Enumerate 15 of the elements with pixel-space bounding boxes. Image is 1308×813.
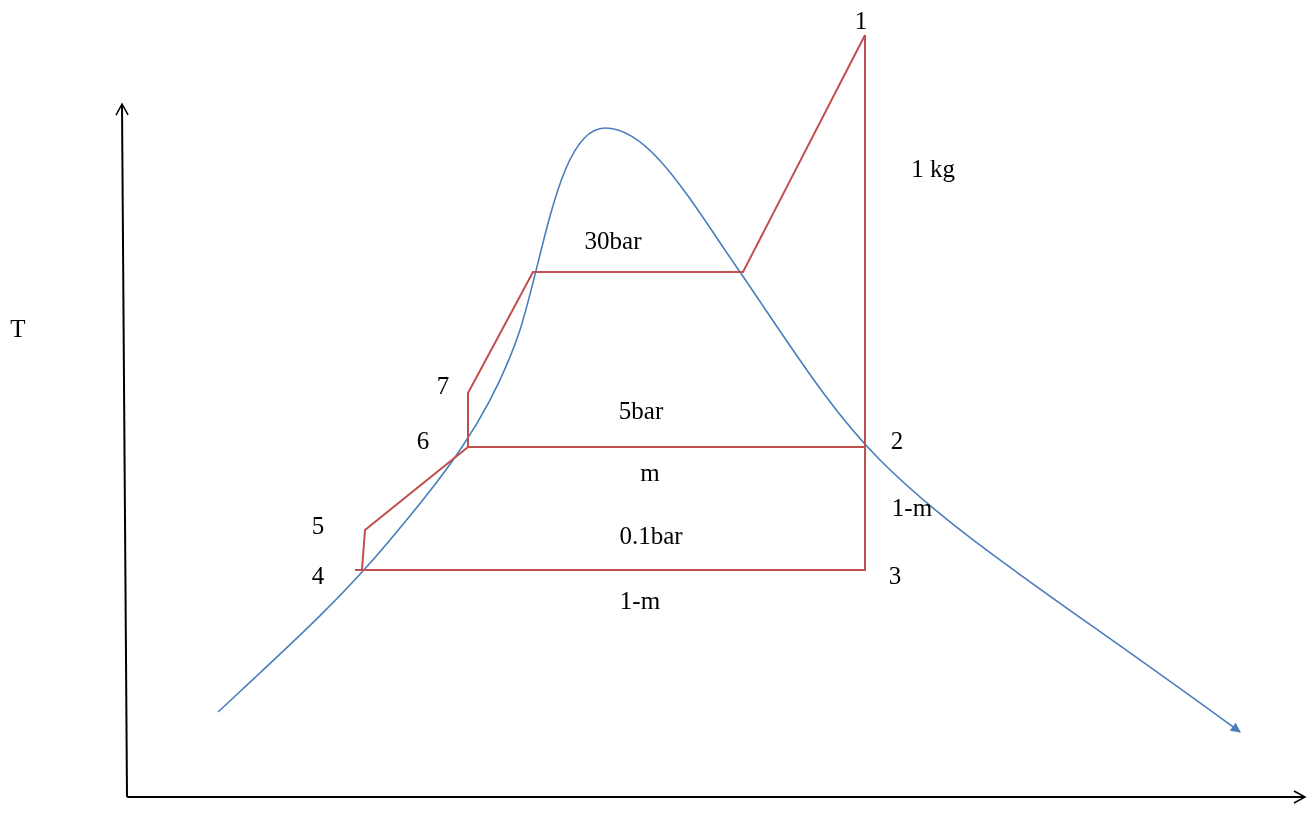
state-number: 2 bbox=[890, 427, 904, 453]
state-number: 5 bbox=[311, 512, 325, 538]
mass-label: 1-m bbox=[619, 587, 661, 613]
mass-label: 1-m bbox=[891, 494, 933, 520]
state-number: 1 bbox=[854, 7, 868, 33]
state-number: 6 bbox=[416, 427, 430, 453]
pressure-label: 30bar bbox=[584, 227, 642, 253]
mass-label: m bbox=[640, 459, 660, 485]
mass-label: 1 kg bbox=[911, 155, 955, 181]
axis-label: T bbox=[10, 315, 26, 341]
state-number: 4 bbox=[311, 562, 325, 588]
pressure-label: 5bar bbox=[618, 397, 664, 423]
pressure-label: 0.1bar bbox=[619, 522, 683, 548]
state-number: 3 bbox=[888, 562, 902, 588]
state-number: 7 bbox=[436, 372, 450, 398]
